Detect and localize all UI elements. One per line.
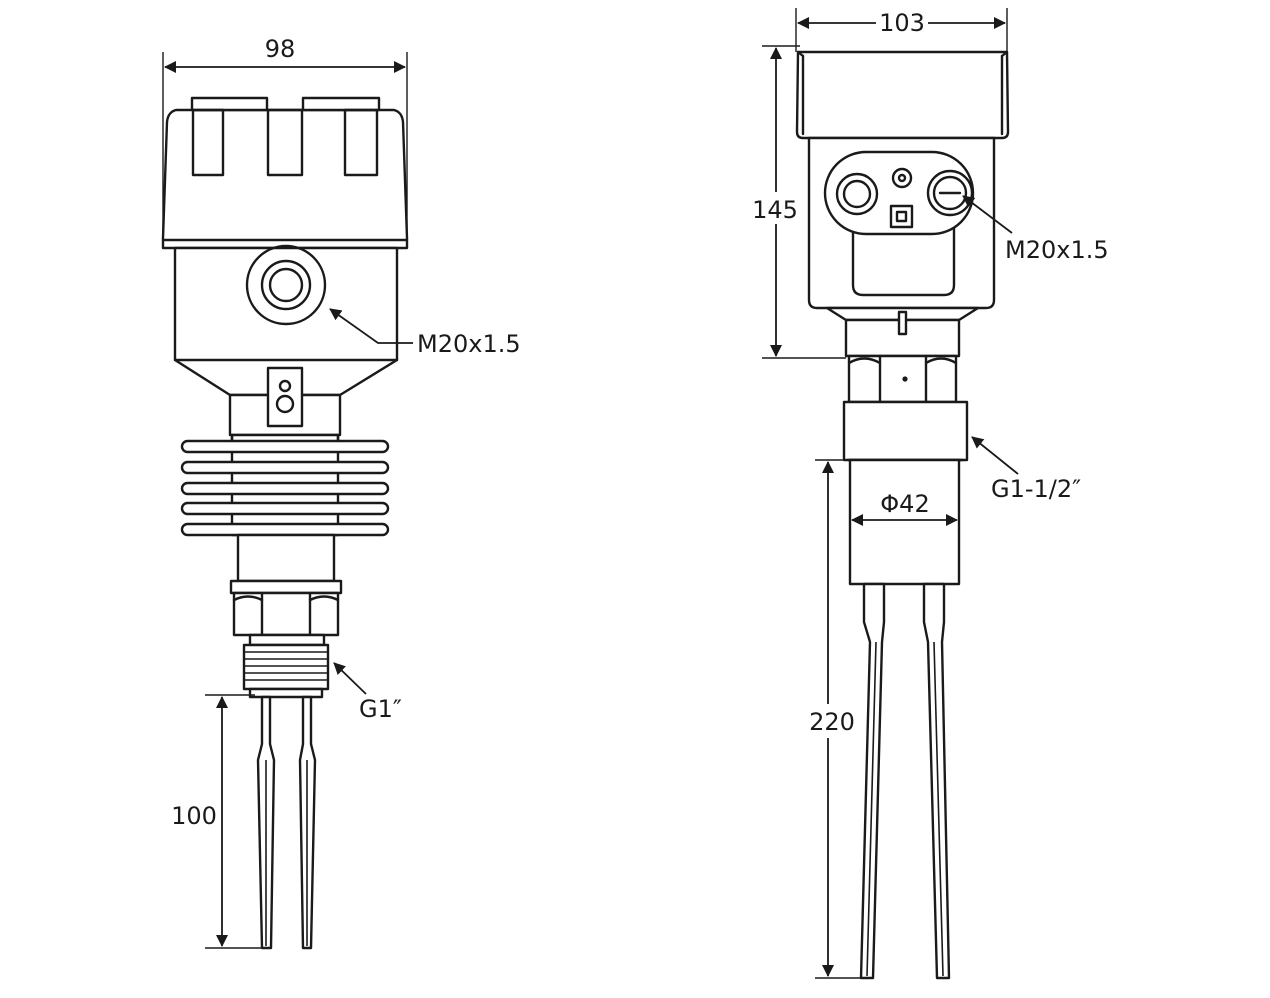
- right-extension-tube: [848, 458, 961, 586]
- left-thread-leader: G1″: [333, 662, 402, 723]
- right-housing-lid: [795, 50, 1010, 140]
- left-cable-gland-outer: [245, 244, 327, 326]
- left-sensor-view: 98 100 M20x1.5 G1″: [161, 35, 521, 950]
- left-tuning-fork: [256, 695, 317, 950]
- left-cooling-fins: [180, 433, 390, 537]
- right-neck: [825, 306, 980, 404]
- right-thread-label: G1-1/2″: [991, 475, 1081, 503]
- right-tuning-fork: [859, 582, 951, 980]
- left-process-connection: [229, 533, 343, 699]
- right-height-label: 145: [752, 196, 798, 224]
- right-diameter-dimension: Φ42: [851, 490, 958, 526]
- right-height-dimension: 145: [748, 45, 846, 359]
- left-cable-entry-label: M20x1.5: [417, 330, 521, 358]
- left-length-label: 100: [171, 802, 217, 830]
- left-housing-cap: [161, 96, 409, 250]
- right-port-left: [835, 172, 879, 216]
- right-housing-body: [807, 136, 996, 310]
- left-width-dimension: 98: [162, 35, 408, 240]
- left-neck: [228, 366, 342, 437]
- left-thread-label: G1″: [359, 695, 402, 723]
- right-process-thread: [842, 400, 969, 462]
- left-cable-entry-leader: M20x1.5: [329, 308, 521, 358]
- right-length-dimension: 220: [806, 459, 861, 979]
- right-width-label: 103: [879, 9, 925, 37]
- right-diameter-label: Φ42: [880, 490, 929, 518]
- right-length-label: 220: [809, 708, 855, 736]
- left-housing-body: [173, 244, 399, 397]
- right-cable-gland: [926, 169, 974, 217]
- left-length-dimension: 100: [166, 694, 266, 949]
- left-width-label: 98: [265, 35, 296, 63]
- right-cable-entry-label: M20x1.5: [1005, 236, 1109, 264]
- right-thread-leader: G1-1/2″: [971, 436, 1081, 503]
- right-width-dimension: 103: [795, 8, 1008, 52]
- right-sensor-view: 103 145 Φ42 220 M20x1.5: [748, 8, 1109, 980]
- right-cable-entry-leader: M20x1.5: [962, 195, 1109, 264]
